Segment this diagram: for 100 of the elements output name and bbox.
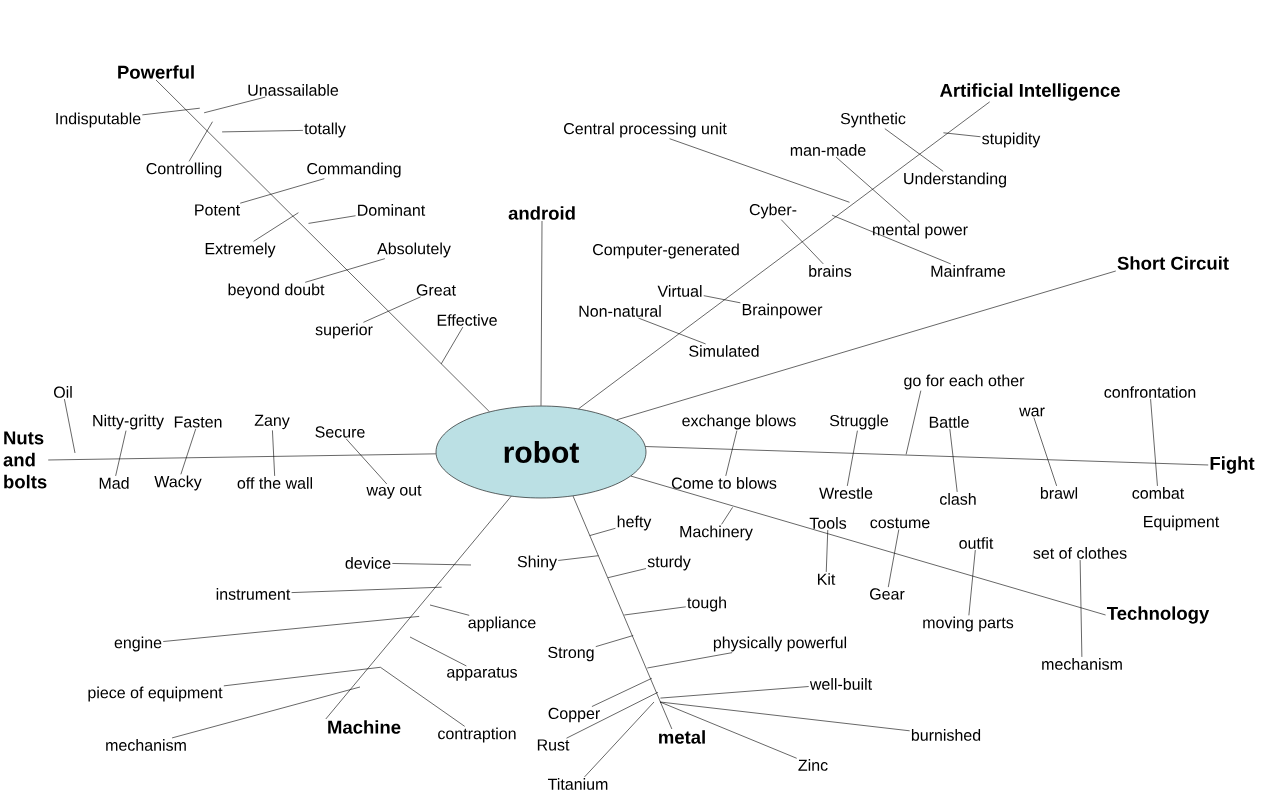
word-label: Titanium bbox=[548, 778, 608, 790]
leader-line bbox=[64, 398, 76, 454]
word-label: device bbox=[345, 557, 391, 569]
leader-line bbox=[624, 606, 687, 616]
leader-line bbox=[831, 214, 952, 265]
word-label: Dominant bbox=[358, 204, 426, 216]
leader-line bbox=[659, 701, 797, 759]
branch-line bbox=[616, 270, 1117, 421]
leader-line bbox=[780, 219, 824, 265]
leader-line bbox=[943, 132, 981, 138]
leader-line bbox=[203, 96, 266, 114]
word-label: Tools bbox=[809, 517, 847, 529]
leader-line bbox=[884, 128, 944, 172]
word-label: piece of equipment bbox=[88, 686, 223, 702]
leader-line bbox=[239, 178, 325, 204]
word-label: Strong bbox=[548, 646, 594, 662]
word-label: Extremely bbox=[205, 242, 276, 258]
word-label: Oil bbox=[54, 386, 72, 398]
leader-line bbox=[162, 616, 420, 642]
branch-line bbox=[572, 495, 673, 730]
leader-line bbox=[180, 428, 197, 475]
word-label: Understanding bbox=[904, 172, 1006, 188]
leader-line bbox=[345, 438, 388, 485]
word-label: appliance bbox=[468, 616, 536, 632]
word-label: Fasten bbox=[174, 416, 222, 428]
word-label: Come to blows bbox=[671, 477, 777, 489]
word-label: Rust bbox=[537, 739, 570, 751]
leader-line bbox=[589, 527, 616, 536]
word-label: mechanism bbox=[1042, 658, 1122, 670]
leader-line bbox=[887, 529, 900, 588]
leader-line bbox=[308, 215, 356, 224]
word-label: well-built bbox=[809, 678, 872, 690]
word-label: Shiny bbox=[517, 555, 557, 571]
word-label: Unassailable bbox=[248, 84, 339, 96]
leader-line bbox=[1150, 398, 1158, 487]
word-label: Kit bbox=[818, 573, 836, 585]
leader-line bbox=[591, 678, 653, 707]
leader-line bbox=[968, 549, 976, 616]
word-label: Copper bbox=[548, 707, 600, 723]
leader-line bbox=[115, 430, 127, 477]
word-label: superior bbox=[315, 323, 373, 339]
leader-line bbox=[142, 107, 201, 116]
word-label: sturdy bbox=[647, 555, 691, 571]
leader-line bbox=[660, 686, 809, 699]
word-label: physically powerful bbox=[713, 636, 847, 652]
leader-line bbox=[392, 563, 472, 566]
branch-heading: metal bbox=[659, 730, 705, 744]
word-label: set of clothes bbox=[1033, 547, 1127, 559]
leader-line bbox=[304, 258, 386, 283]
branch-heading: Short Circuit bbox=[1117, 256, 1229, 270]
word-label: Struggle bbox=[829, 414, 889, 430]
word-label: Indisputable bbox=[56, 112, 141, 128]
word-label: Secure bbox=[315, 426, 365, 438]
word-label: Mainframe bbox=[931, 265, 1006, 277]
word-label: man-made bbox=[790, 144, 866, 156]
word-label: Non-natural bbox=[579, 305, 661, 317]
leader-line bbox=[949, 428, 958, 493]
leader-line bbox=[188, 121, 213, 162]
leader-line bbox=[440, 326, 464, 365]
word-label: hefty bbox=[617, 515, 652, 531]
word-label: Wacky bbox=[154, 475, 202, 491]
word-label: Potent bbox=[195, 204, 240, 216]
leader-line bbox=[380, 667, 465, 727]
word-label: Cyber- bbox=[749, 203, 797, 219]
word-label: tough bbox=[687, 596, 726, 612]
word-label: Gear bbox=[870, 588, 905, 600]
leader-line bbox=[835, 156, 911, 223]
leader-line bbox=[595, 635, 634, 647]
branch-heading: Fight bbox=[1210, 456, 1255, 474]
branch-line bbox=[47, 453, 437, 461]
branch-heading: Artificial Intelligence bbox=[940, 83, 1120, 101]
leader-line bbox=[566, 692, 659, 739]
word-label: way out bbox=[366, 485, 422, 499]
word-label: burnished bbox=[911, 729, 981, 741]
leader-line bbox=[647, 652, 733, 669]
branch-line bbox=[578, 101, 990, 410]
word-label: off the wall bbox=[237, 477, 312, 489]
leader-line bbox=[557, 555, 599, 561]
branch-heading: Nuts and bolts bbox=[3, 431, 47, 489]
word-label: contraption bbox=[438, 727, 516, 743]
branch-heading: Machine bbox=[328, 720, 401, 734]
word-label: Commanding bbox=[307, 162, 401, 178]
word-label: totally bbox=[304, 122, 346, 138]
leader-line bbox=[429, 604, 470, 616]
leader-line bbox=[272, 430, 275, 477]
word-label: Synthetic bbox=[840, 112, 906, 128]
word-label: war bbox=[1019, 407, 1045, 417]
word-label: stupidity bbox=[982, 132, 1041, 148]
leader-line bbox=[223, 667, 381, 687]
leader-line bbox=[847, 430, 858, 487]
word-label: Absolutely bbox=[377, 242, 451, 258]
word-label: Computer-generated bbox=[593, 243, 739, 259]
branch-line bbox=[630, 475, 1106, 616]
branch-line bbox=[325, 496, 512, 720]
leader-line bbox=[1079, 559, 1083, 658]
word-label: moving parts bbox=[923, 616, 1014, 632]
word-label: Zany bbox=[254, 414, 290, 430]
word-label: Battle bbox=[929, 416, 969, 428]
leader-line bbox=[721, 507, 733, 525]
word-label: apparatus bbox=[447, 667, 517, 681]
